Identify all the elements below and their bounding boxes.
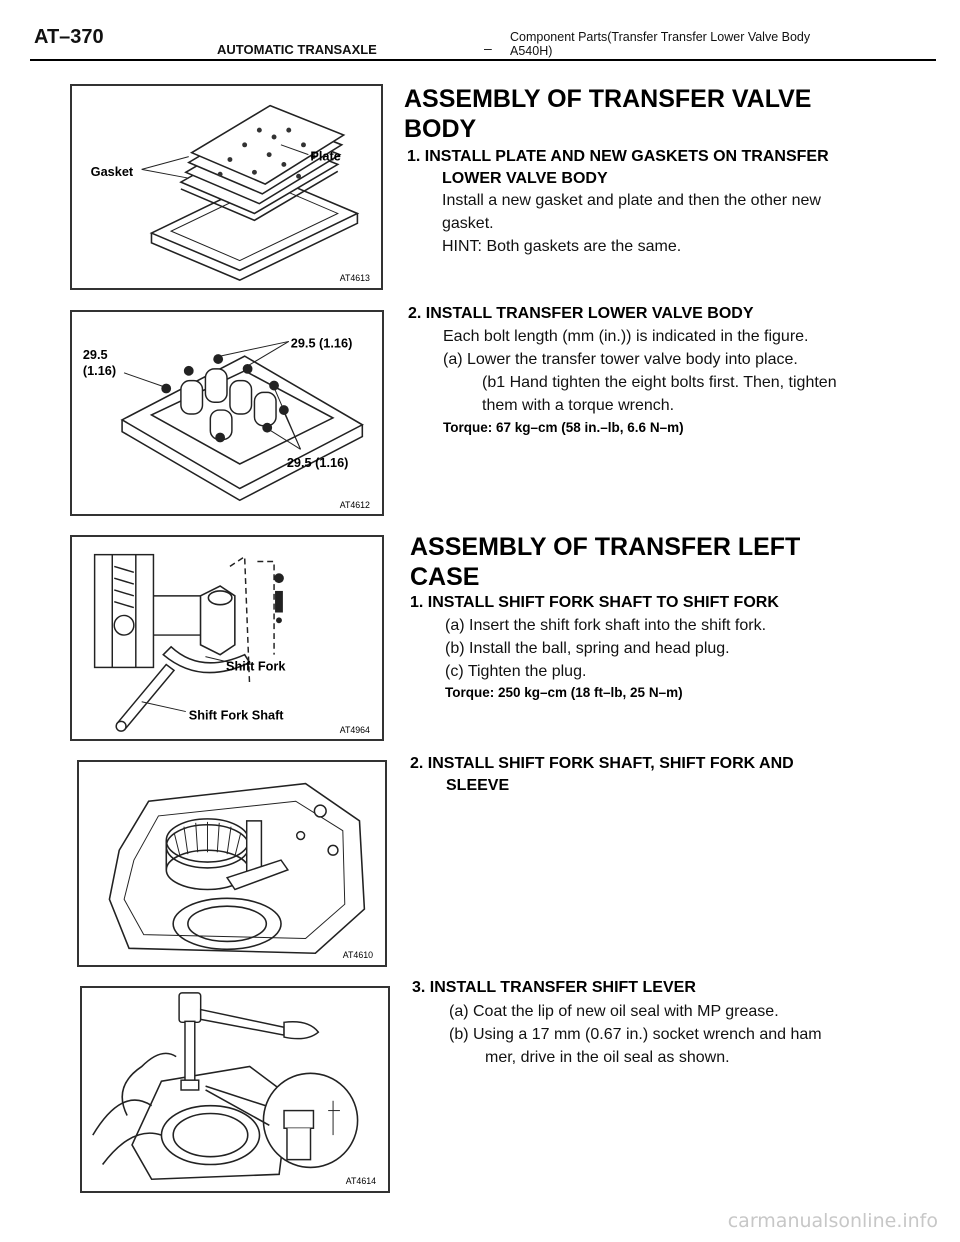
figure-shift-fork: Shift Fork Shift Fork Shaft AT4964 — [70, 535, 384, 741]
step-4-title: 2. INSTALL SHIFT FORK SHAFT, SHIFT FORK … — [410, 755, 794, 772]
label-bolt-bottom: 29.5 (1.16) — [287, 455, 349, 470]
step-1-line-2: gasket. — [442, 215, 494, 232]
gasket-plate-illustration: Gasket Plate AT4613 — [91, 104, 370, 283]
figure-code: AT4614 — [346, 1176, 376, 1186]
step-5-line-b2: mer, drive in the oil seal as shown. — [485, 1049, 730, 1066]
watermark: carmanualsonline.info — [727, 1210, 938, 1232]
header-dash: – — [484, 40, 492, 56]
figure-lower-valve-body: 29.5 (1.16) 29.5 (1.16) 29.5 (1.16) AT46… — [70, 310, 384, 516]
label-plate: Plate — [310, 149, 340, 164]
step-5-line-a: (a) Coat the lip of new oil seal with MP… — [449, 1003, 779, 1020]
oil-seal-illustration: AT4614 — [92, 992, 376, 1186]
label-bolt-left-a: 29.5 — [83, 347, 108, 362]
shift-fork-illustration: Shift Fork Shift Fork Shaft AT4964 — [93, 553, 370, 735]
step-3-torque: Torque: 250 kg–cm (18 ft–lb, 25 N–m) — [445, 685, 683, 700]
step-4-title-cont: SLEEVE — [446, 777, 510, 794]
label-shift-fork: Shift Fork — [226, 658, 286, 673]
label-bolt-top: 29.5 (1.16) — [291, 335, 353, 350]
section-name: AUTOMATIC TRANSAXLE — [217, 42, 377, 57]
step-3-line-b: (b) Install the ball, spring and head pl… — [445, 640, 730, 657]
step-2-line-b2: them with a torque wrench. — [482, 397, 675, 414]
lower-valve-body-illustration: 29.5 (1.16) 29.5 (1.16) 29.5 (1.16) AT46… — [83, 335, 370, 510]
figure-gasket-plate: Gasket Plate AT4613 — [70, 84, 383, 290]
step-1-hint: HINT: Both gaskets are the same. — [442, 238, 682, 255]
step-1-line-1: Install a new gasket and plate and then … — [442, 192, 821, 209]
step-3-line-a: (a) Insert the shift fork shaft into the… — [445, 617, 767, 634]
transfer-case-illustration: AT4610 — [108, 782, 373, 960]
header-rule — [30, 59, 936, 61]
step-2-title: 2. INSTALL TRANSFER LOWER VALVE BODY — [408, 305, 754, 322]
label-bolt-left-b: (1.16) — [83, 363, 116, 378]
page-number: AT–370 — [34, 26, 104, 48]
section-heading-valve-body: ASSEMBLY OF TRANSFER VALVE BODY — [404, 85, 812, 143]
component-title: Component Parts(Transfer Transfer Lower … — [510, 30, 811, 58]
step-3-title: 1. INSTALL SHIFT FORK SHAFT TO SHIFT FOR… — [410, 594, 779, 611]
figure-oil-seal: AT4614 — [80, 986, 390, 1193]
step-1-title-cont: LOWER VALVE BODY — [442, 170, 608, 187]
figure-code: AT4613 — [340, 273, 370, 283]
step-2-line-b1: (b1 Hand tighten the eight bolts first. … — [482, 374, 837, 391]
step-2-torque: Torque: 67 kg–cm (58 in.–lb, 6.6 N–m) — [443, 420, 684, 435]
label-shift-fork-shaft: Shift Fork Shaft — [189, 707, 285, 722]
step-5-title: 3. INSTALL TRANSFER SHIFT LEVER — [412, 979, 696, 996]
figure-code: AT4612 — [340, 500, 370, 510]
figure-code: AT4964 — [340, 725, 370, 735]
label-gasket: Gasket — [91, 164, 134, 179]
figure-code: AT4610 — [343, 950, 373, 960]
step-5-line-b1: (b) Using a 17 mm (0.67 in.) socket wren… — [449, 1026, 822, 1043]
section-heading-left-case: ASSEMBLY OF TRANSFER LEFT CASE — [410, 533, 801, 591]
step-3-line-c: (c) Tighten the plug. — [445, 663, 587, 680]
step-2-line-1: Each bolt length (mm (in.)) is indicated… — [443, 328, 809, 345]
figure-transfer-case: AT4610 — [77, 760, 387, 967]
step-1-title: 1. INSTALL PLATE AND NEW GASKETS ON TRAN… — [407, 148, 829, 165]
step-2-line-a: (a) Lower the transfer tower valve body … — [443, 351, 798, 368]
